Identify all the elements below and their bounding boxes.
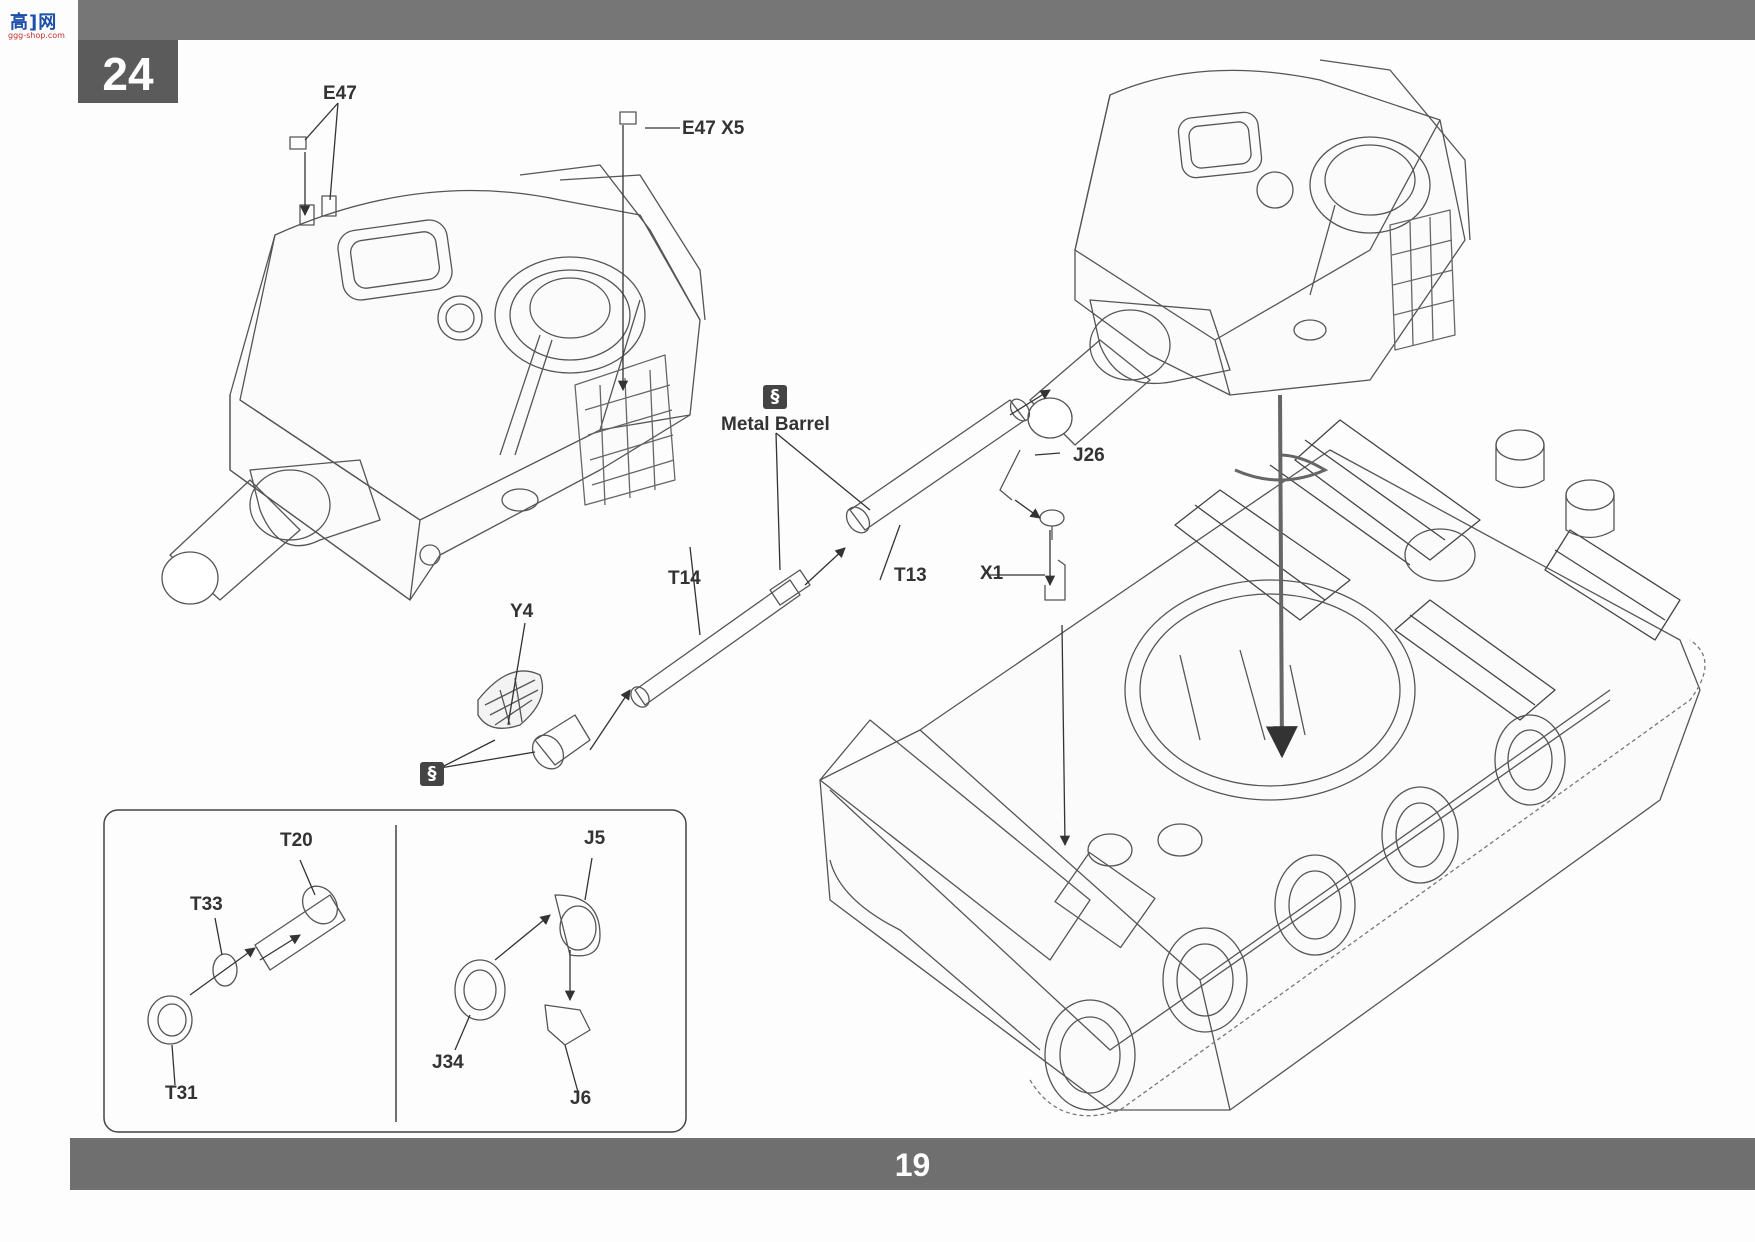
callout-t14: T14: [668, 568, 701, 589]
callout-y4: Y4: [510, 601, 534, 622]
inset-cupola-parts: [454, 894, 601, 1046]
bottom-bar: 19: [70, 1138, 1755, 1190]
site-logo: 高]网 ggg-shop.com: [4, 4, 70, 40]
callout-t31: T31: [165, 1083, 198, 1104]
logo-text: 高]网: [10, 12, 58, 33]
small-parts: [999, 449, 1066, 601]
inset-gun-parts: [147, 885, 346, 1045]
callout-t20: T20: [280, 830, 313, 851]
callout-metal-barrel: Metal Barrel: [721, 414, 830, 435]
metal-part-icon: §: [420, 762, 444, 786]
top-bar: [78, 0, 1755, 40]
left-turret: [161, 111, 706, 605]
right-turret: [1027, 59, 1471, 446]
page-number: 19: [894, 1147, 931, 1183]
callout-j5: J5: [584, 828, 606, 849]
callout-t33: T33: [190, 894, 223, 915]
metal-part-icon: §: [763, 385, 787, 409]
tank-hull: [819, 419, 1706, 1117]
callout-t13: T13: [894, 565, 927, 586]
callout-j34: J34: [432, 1052, 464, 1073]
callout-e47: E47: [323, 83, 357, 104]
callout-e47x5: E47 X5: [682, 118, 745, 139]
callout-j26: J26: [1073, 445, 1105, 466]
logo-url: ggg-shop.com: [8, 31, 65, 40]
step-number: 24: [102, 48, 154, 100]
detail-inset: [103, 809, 687, 1133]
callout-x1: X1: [980, 563, 1004, 584]
step-badge: 24: [78, 40, 178, 103]
callout-j6: J6: [570, 1088, 592, 1109]
